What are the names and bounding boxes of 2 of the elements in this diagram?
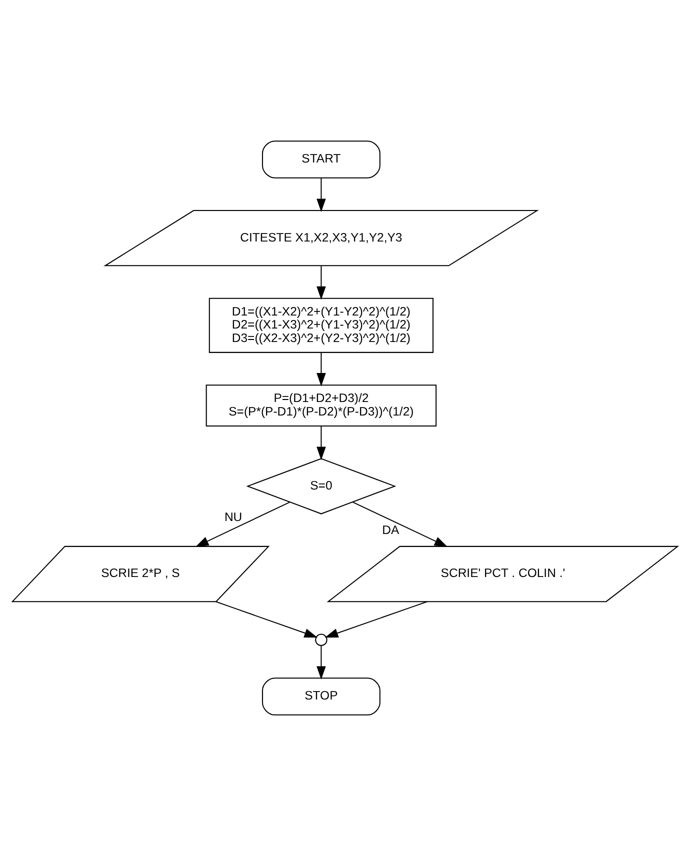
- edge-label: NU: [224, 509, 242, 524]
- edge-label: DA: [382, 522, 400, 537]
